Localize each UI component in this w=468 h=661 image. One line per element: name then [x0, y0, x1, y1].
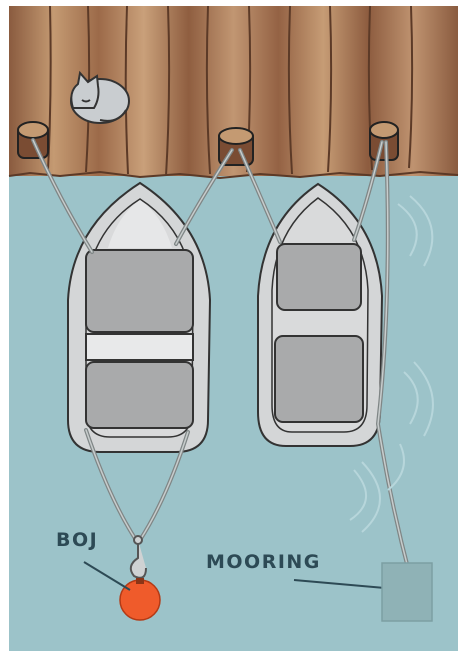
anchor-block-icon	[382, 563, 432, 621]
mooring-label: MOORING	[206, 553, 321, 572]
buoy-label: BOJ	[56, 531, 98, 550]
